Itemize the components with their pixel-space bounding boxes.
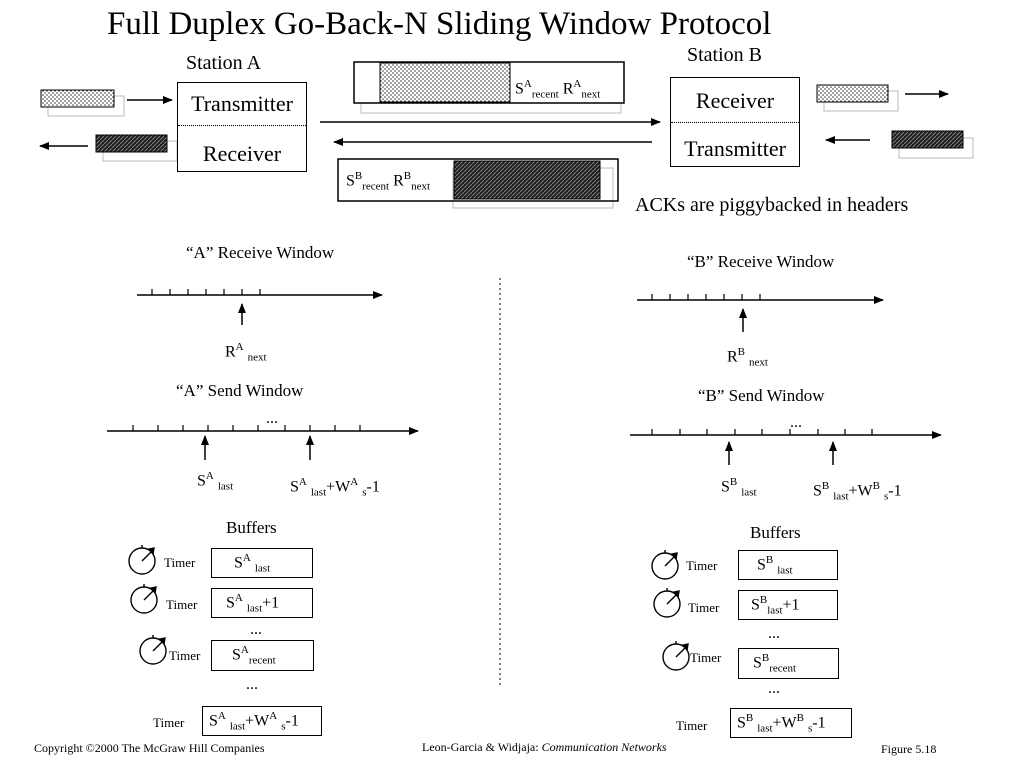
b-buffer-slot: SB last: [738, 550, 838, 580]
a-buffer-slot: SA last+1: [211, 588, 313, 618]
station-b-incoming-frame: [891, 130, 974, 159]
b-buffer-slot: SBlast+1: [738, 590, 838, 620]
page-title: Full Duplex Go-Back-N Sliding Window Pro…: [107, 6, 772, 42]
b-send-window-title: “B” Send Window: [698, 386, 825, 405]
footer-citation: Leon-Garcia & Widjaja: Communication Net…: [422, 740, 667, 755]
b-send-ellipsis: ...: [790, 414, 802, 431]
station-a-outgoing-frame: [40, 89, 125, 117]
b-receive-window-title: “B” Receive Window: [687, 252, 835, 271]
timer-label: Timer: [166, 597, 198, 612]
timer-label: Timer: [690, 650, 722, 665]
timer-clock-icon: [130, 584, 158, 614]
b-buffer-ellipsis: ...: [768, 625, 780, 642]
timer-clock-icon: [662, 641, 690, 671]
frame-a-to-b-header: SArecent RAnext: [515, 78, 601, 101]
b-send-pointer-window-end: SB last+WB s-1: [813, 480, 902, 503]
timer-clock-icon: [651, 550, 679, 580]
frame-a-to-b: [353, 61, 625, 114]
timer-label: Timer: [169, 648, 201, 663]
a-send-window-title: “A” Send Window: [176, 381, 304, 400]
station-a-receiver: Receiver: [202, 141, 282, 166]
frame-b-to-a: [337, 158, 619, 209]
timer-clock-icon: [139, 635, 167, 665]
a-receive-window-axis: [137, 289, 383, 325]
station-a-label: Station A: [186, 52, 262, 74]
a-buffer-slot: SA last: [211, 548, 313, 578]
b-buffer-slot: SBrecent: [738, 648, 839, 679]
station-b-label: Station B: [687, 44, 763, 66]
a-buffer-slot: SA last+WA s-1: [202, 706, 322, 736]
timer-clock-icon: [128, 545, 156, 575]
frame-b-to-a-header: SBrecent RBnext: [346, 170, 431, 193]
station-b-outgoing-frame: [816, 84, 899, 112]
b-send-window-axis: [630, 429, 942, 465]
b-send-pointer-last: SB last: [721, 476, 757, 499]
a-send-window-axis: [107, 425, 419, 460]
b-buffer-ellipsis: ...: [768, 680, 780, 697]
b-buffers-title: Buffers: [750, 523, 801, 542]
footer-copyright: Copyright ©2000 The McGraw Hill Companie…: [34, 741, 265, 755]
a-send-pointer-last: SA last: [197, 470, 234, 493]
station-b-transmitter: Transmitter: [684, 136, 786, 161]
a-send-pointer-window-end: SA last+WA s-1: [290, 476, 380, 499]
timer-label: Timer: [676, 718, 708, 733]
timer-clock-icon: [653, 588, 681, 618]
station-a-box: Transmitter Receiver: [177, 82, 307, 172]
timer-label: Timer: [153, 715, 185, 730]
timer-label: Timer: [688, 600, 720, 615]
b-receive-window-axis: [637, 294, 884, 332]
ack-note: ACKs are piggybacked in headers: [635, 194, 909, 216]
station-b-receiver: Receiver: [695, 88, 775, 113]
footer-figure-number: Figure 5.18: [881, 742, 937, 756]
a-receive-window-title: “A” Receive Window: [186, 243, 335, 262]
a-buffer-ellipsis: ...: [250, 621, 262, 638]
a-buffer-slot: SArecent: [211, 640, 314, 671]
timer-label: Timer: [164, 555, 196, 570]
a-receive-pointer-label: RA next: [225, 341, 267, 364]
a-buffers-title: Buffers: [226, 518, 277, 537]
a-buffer-ellipsis: ...: [246, 676, 258, 693]
station-b-box: Receiver Transmitter: [670, 77, 800, 167]
timer-label: Timer: [686, 558, 718, 573]
b-receive-pointer-label: RB next: [727, 346, 768, 369]
footer-authors: Leon-Garcia & Widjaja:: [422, 740, 539, 754]
footer-book-title: Communication Networks: [541, 740, 667, 754]
station-a-divider: [178, 125, 306, 126]
station-a-transmitter: Transmitter: [191, 91, 293, 116]
station-a-incoming-frame: [95, 134, 178, 162]
a-send-ellipsis: ...: [266, 410, 278, 427]
station-b-divider: [671, 122, 799, 123]
b-buffer-slot: SB last+WB s-1: [730, 708, 852, 738]
